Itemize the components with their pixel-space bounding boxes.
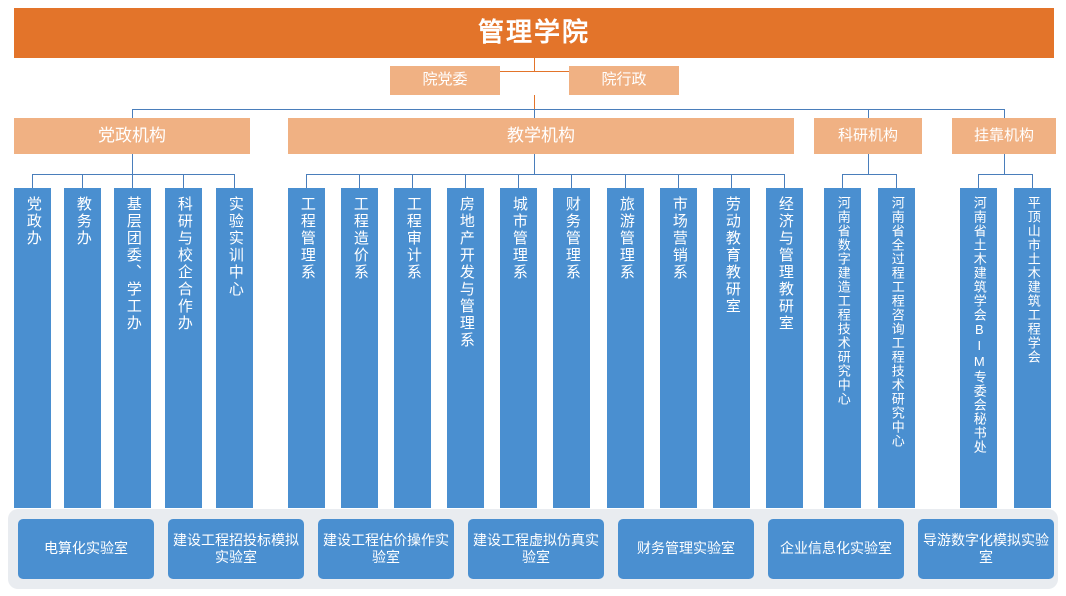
- connector-cat-keyan: [868, 109, 869, 118]
- unit-shichang-yingxiao: 市场营销系: [660, 188, 697, 508]
- connector-jiaoxue-down: [534, 154, 535, 174]
- connector-keyan-down: [868, 154, 869, 174]
- unit-shuzi-jianzao: 河南省数字建造工程技术研究中心: [824, 188, 861, 508]
- connector-title-down: [534, 58, 535, 71]
- lab-daoyou-shuzihua: 导游数字化模拟实验室: [918, 519, 1054, 579]
- connector-jx-1: [359, 174, 360, 188]
- connector-cat-jiaoxue: [534, 109, 535, 118]
- unit-gongcheng-guanli: 工程管理系: [288, 188, 325, 508]
- connector-jiaoxue-bar: [306, 174, 784, 175]
- unit-gongcheng-shenji: 工程审计系: [394, 188, 431, 508]
- category-dangzheng: 党政机构: [14, 118, 250, 154]
- lab-gujia: 建设工程估价操作实验室: [318, 519, 454, 579]
- connector-dangzheng-bar: [32, 174, 234, 175]
- connector-jx-9: [784, 174, 785, 188]
- connector-dz-1: [82, 174, 83, 188]
- category-jiaoxue: 教学机构: [288, 118, 794, 154]
- connector-jx-4: [518, 174, 519, 188]
- connector-cat-dangzheng: [132, 109, 133, 118]
- unit-fangdichan: 房地产开发与管理系: [447, 188, 484, 508]
- connector-jx-8: [731, 174, 732, 188]
- connector-dangzheng-down: [132, 154, 133, 174]
- connector-cat-guakao: [1004, 109, 1005, 118]
- connector-gk-1: [1032, 174, 1033, 188]
- unit-lvyou-guanli: 旅游管理系: [607, 188, 644, 508]
- connector-guakao-bar: [978, 174, 1032, 175]
- connector-jx-2: [412, 174, 413, 188]
- unit-shiyanshixun: 实验实训中心: [216, 188, 253, 508]
- connector-jx-5: [571, 174, 572, 188]
- lab-qiye-xinxihua: 企业信息化实验室: [768, 519, 904, 579]
- connector-ky-1: [896, 174, 897, 188]
- connector-jx-0: [306, 174, 307, 188]
- unit-caiwu-guanli: 财务管理系: [553, 188, 590, 508]
- unit-keyan-xiaoqi: 科研与校企合作办: [165, 188, 202, 508]
- lab-caiwu-guanli: 财务管理实验室: [618, 519, 754, 579]
- connector-jx-7: [678, 174, 679, 188]
- committee-admin: 院行政: [569, 66, 679, 95]
- connector-category-bar: [132, 109, 1005, 110]
- unit-jicengtuanwei: 基层团委、学工办: [114, 188, 151, 508]
- connector-dz-4: [234, 174, 235, 188]
- connector-dz-0: [32, 174, 33, 188]
- category-guakao: 挂靠机构: [952, 118, 1056, 154]
- connector-committee-down: [534, 95, 535, 109]
- connector-keyan-bar: [842, 174, 896, 175]
- connector-dz-2: [132, 174, 133, 188]
- connector-ky-0: [842, 174, 843, 188]
- unit-jiaowuban: 教务办: [64, 188, 101, 508]
- unit-pingdingshan-xuehui: 平顶山市土木建筑工程学会: [1014, 188, 1051, 508]
- unit-tumu-bim: 河南省土木建筑学会BIM专委会秘书处: [960, 188, 997, 508]
- lab-diansuanhua: 电算化实验室: [18, 519, 154, 579]
- unit-chengshi-guanli: 城市管理系: [500, 188, 537, 508]
- lab-xuni-fangzhen: 建设工程虚拟仿真实验室: [468, 519, 604, 579]
- unit-jingji-guanli: 经济与管理教研室: [766, 188, 803, 508]
- committee-party: 院党委: [390, 66, 500, 95]
- unit-laodong-jiaoyu: 劳动教育教研室: [713, 188, 750, 508]
- category-keyan: 科研机构: [814, 118, 922, 154]
- connector-dz-3: [183, 174, 184, 188]
- unit-gongcheng-zaojia: 工程造价系: [341, 188, 378, 508]
- connector-jx-3: [465, 174, 466, 188]
- connector-jx-6: [625, 174, 626, 188]
- connector-gk-0: [978, 174, 979, 188]
- lab-zhaotoubiao: 建设工程招投标模拟实验室: [168, 519, 304, 579]
- unit-dangzhengban: 党政办: [14, 188, 51, 508]
- root-title-box: 管理学院: [14, 8, 1054, 58]
- connector-committee-bar: [445, 71, 624, 72]
- unit-quanguocheng-zixun: 河南省全过程工程咨询工程技术研究中心: [878, 188, 915, 508]
- connector-guakao-down: [1004, 154, 1005, 174]
